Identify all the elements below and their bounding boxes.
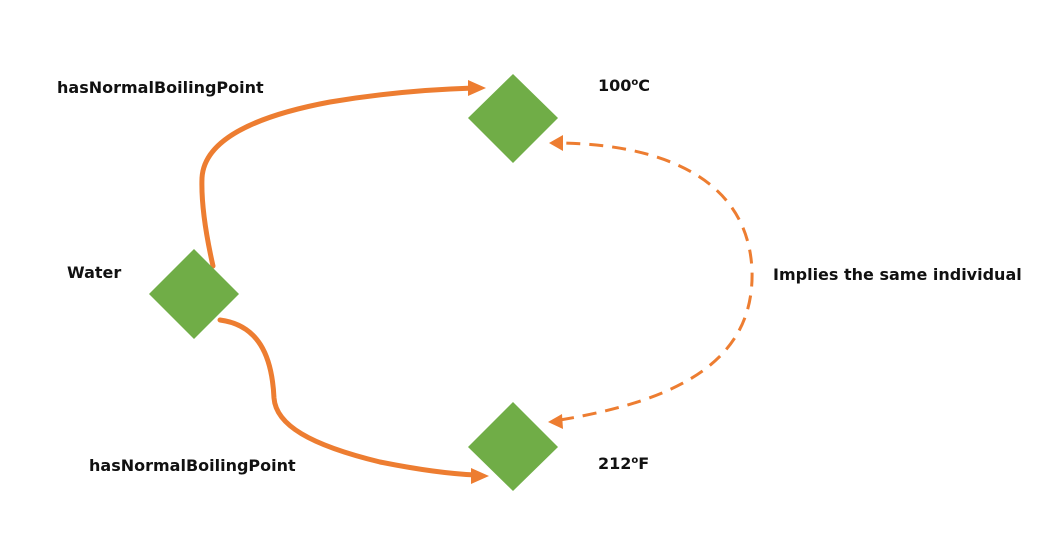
arrowhead-dashed-top (549, 135, 563, 151)
edge-water-to-100c (199, 85, 477, 269)
node-label-water: Water (67, 263, 122, 282)
edge-label-bottom: hasNormalBoilingPoint (89, 456, 296, 475)
arrowhead-dashed-bottom (548, 414, 563, 429)
arrowhead-212f (471, 468, 489, 484)
node-label-100c: 100oC (598, 78, 650, 94)
edge-implies-same-individual (559, 141, 754, 422)
edge-label-top: hasNormalBoilingPoint (57, 78, 264, 97)
unit-f: F (638, 454, 650, 473)
edge-water-to-212f (217, 317, 479, 478)
node-water (149, 249, 239, 339)
arrowhead-100c (468, 80, 486, 96)
value-100: 100 (598, 76, 632, 95)
node-label-212f: 212oF (598, 456, 649, 472)
edge-label-implies: Implies the same individual (773, 265, 1022, 284)
unit-c: C (638, 76, 651, 95)
node-212f (468, 402, 558, 491)
value-212: 212 (598, 454, 632, 473)
degree-symbol: o (631, 77, 639, 88)
degree-symbol: o (631, 455, 639, 466)
node-100c (468, 74, 558, 163)
